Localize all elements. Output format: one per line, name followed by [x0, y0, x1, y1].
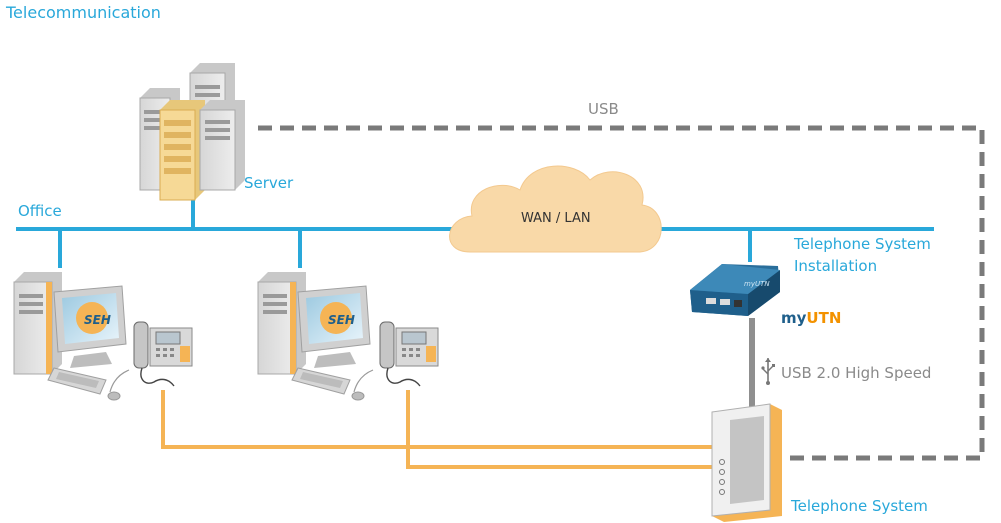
server-label: Server [244, 174, 294, 192]
seh-logo-icon [320, 302, 352, 334]
server-cluster-icon [139, 63, 245, 201]
desk-phone-2-icon [379, 321, 439, 387]
telephone-system-icon [711, 403, 782, 522]
phone-lines [161, 390, 712, 469]
wan-lan-label: WAN / LAN [521, 211, 591, 226]
svg-text:SEH: SEH [84, 313, 111, 327]
usb-dashed-link [258, 125, 985, 461]
usb20-label: USB 2.0 High Speed [781, 364, 932, 382]
workstation-2-icon: SEH [257, 272, 374, 401]
myutn-label: myUTN [781, 309, 842, 327]
myutn-label-prefix: my [781, 309, 807, 327]
svg-text:myUTN: myUTN [744, 280, 770, 288]
telephone-install-label-line2: Installation [794, 257, 878, 275]
seh-logo-icon [76, 302, 108, 334]
svg-text:SEH: SEH [328, 313, 355, 327]
telephone-system-label: Telephone System [791, 497, 928, 515]
usb-label: USB [588, 100, 619, 118]
diagram-title: Telecommunication [6, 3, 161, 22]
wan-lan-cloud [449, 165, 662, 253]
desk-phone-1-icon [133, 321, 193, 387]
workstation-1-icon: SEH [13, 272, 130, 401]
myutn-device-icon: myUTN [690, 264, 780, 316]
office-label: Office [18, 202, 62, 220]
telephone-install-label-line1: Telephone System [794, 235, 931, 253]
myutn-label-suffix: UTN [806, 309, 842, 327]
usb-symbol-icon [761, 358, 775, 385]
